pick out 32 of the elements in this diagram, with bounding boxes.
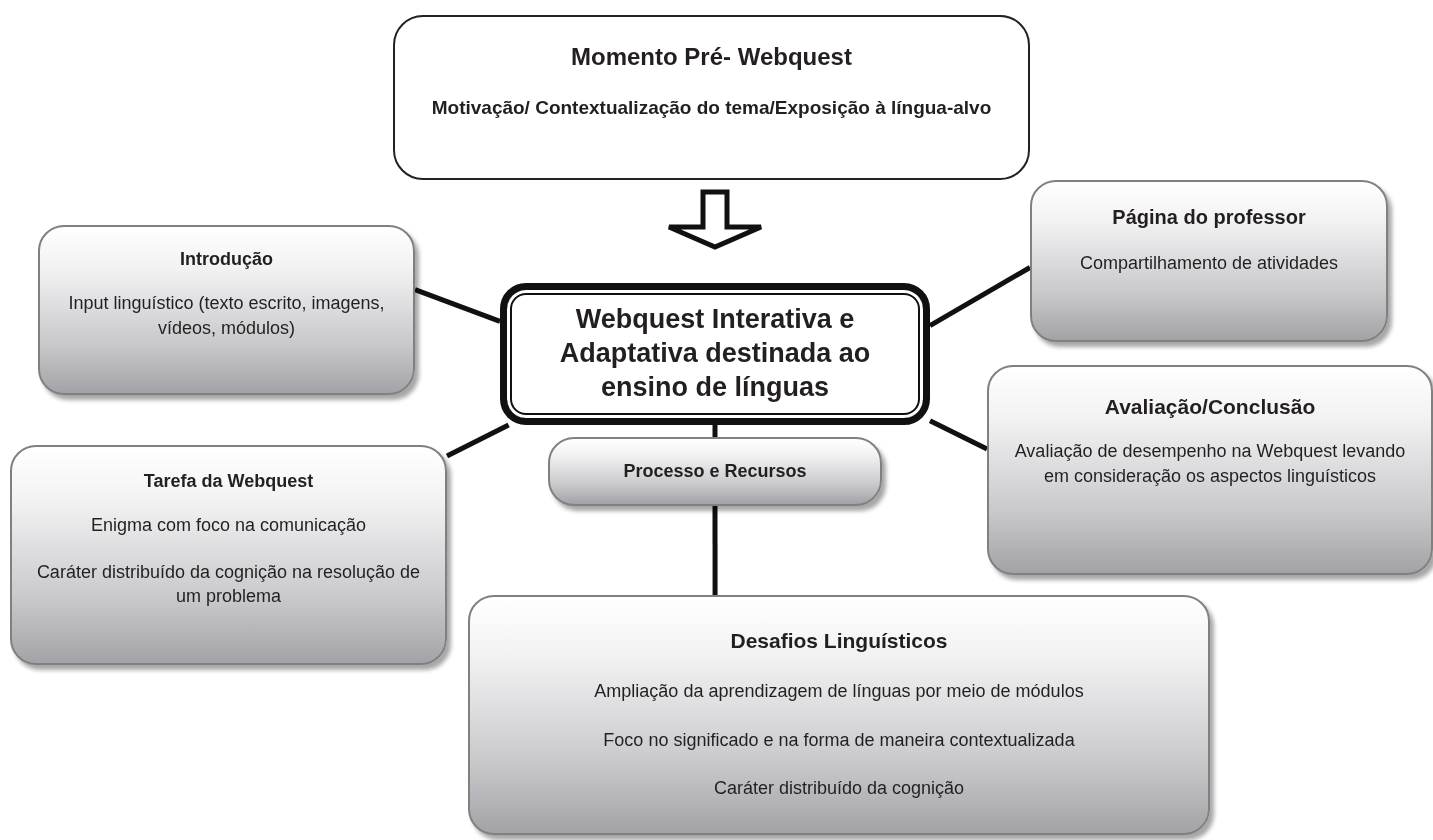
process-box — [38, 225, 415, 395]
box-heading: Momento Pré- Webquest — [571, 42, 852, 72]
connector-line — [928, 265, 1032, 328]
box-text: Input linguístico (texto escrito, imagens, vídeos, módulos) — [67, 292, 386, 340]
process-box — [987, 365, 1433, 575]
box-text: Caráter distribuído da cognição — [713, 776, 965, 800]
box-text: Foco no significado e na forma de maneira contextualizada — [603, 728, 1075, 752]
central-box — [500, 283, 930, 425]
box-heading: Avaliação/Conclusão — [1104, 394, 1316, 420]
box-heading: Tarefa da Webquest — [143, 470, 314, 493]
connector-line — [928, 418, 989, 452]
process-box — [548, 437, 882, 506]
process-box — [393, 15, 1030, 180]
box-heading: Página do professor — [1112, 205, 1306, 230]
connector-line — [414, 287, 501, 324]
box-text: Enigma com foco na comunicação — [90, 514, 367, 538]
process-box — [10, 445, 447, 665]
block-arrow — [666, 189, 764, 250]
process-box — [1030, 180, 1388, 342]
box-text: Compartilhamento de atividades — [1079, 252, 1339, 275]
box-heading: Desafios Linguísticos — [730, 628, 948, 654]
connector-line — [712, 425, 718, 437]
box-text: Ampliação da aprendizagem de línguas por meio de módulos — [594, 680, 1084, 704]
box-text: Motivação/ Contextualização do tema/Exposição à língua-alvo — [431, 96, 992, 121]
box-text: Processo e Recursos — [623, 460, 807, 484]
process-box — [468, 595, 1210, 835]
connector-line — [712, 505, 718, 595]
connector-line — [445, 422, 510, 459]
box-text: Avaliação de desempenho na Webquest levando em consideração os aspectos linguísticos — [1013, 440, 1407, 488]
box-heading: Introdução — [180, 248, 273, 271]
box-text: Webquest Interativa e Adaptativa destinada ao ensino de línguas — [558, 303, 872, 404]
box-text: Caráter distribuído da cognição na resolução de um problema — [35, 560, 422, 608]
